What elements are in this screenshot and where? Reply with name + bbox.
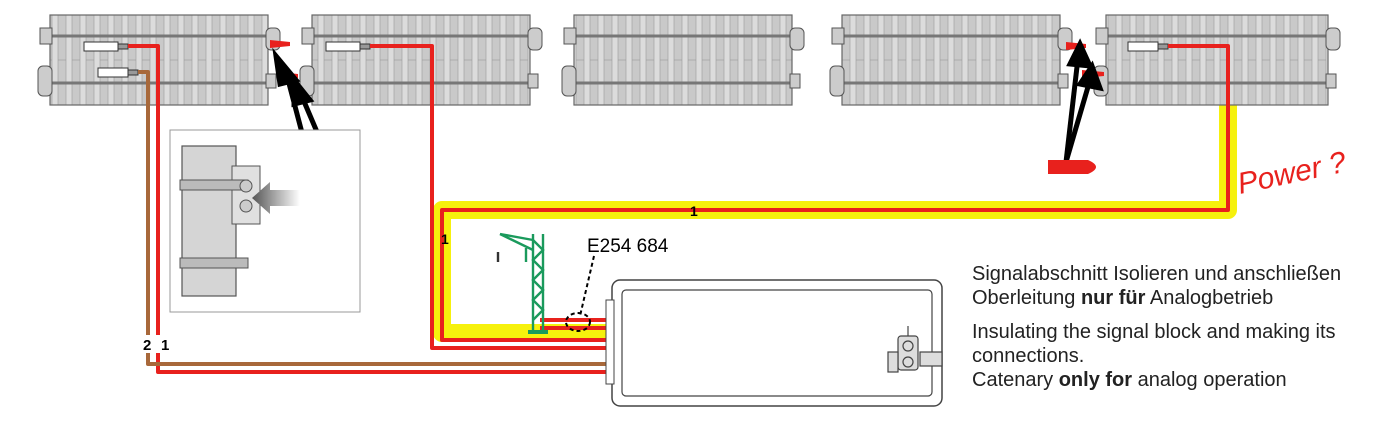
note-de-line2: Oberleitung nur für Analogbetrieb bbox=[972, 286, 1382, 310]
wire-label-left-1: 1 bbox=[441, 231, 449, 247]
part-number-label: E254 684 bbox=[587, 236, 669, 257]
track-section-4 bbox=[829, 14, 1073, 106]
insulating-pin-1 bbox=[270, 40, 290, 48]
track-plug-1a bbox=[83, 41, 129, 52]
track-section-3 bbox=[561, 14, 805, 106]
track-section-5 bbox=[1093, 14, 1341, 106]
note-de-line2-bold: nur für bbox=[1080, 287, 1146, 309]
leader-line bbox=[579, 255, 595, 317]
note-de-line1: Signalabschnitt Isolieren und anschließe… bbox=[972, 263, 1342, 285]
note-en-line3-post: analog operation bbox=[1132, 369, 1287, 391]
insulating-plug-large-2 bbox=[1048, 160, 1096, 174]
wire-label-top-1: 1 bbox=[690, 203, 698, 219]
red-wire-group bbox=[128, 44, 1230, 374]
detail-inset bbox=[169, 129, 361, 313]
note-de-line2-pre: Oberleitung bbox=[972, 287, 1081, 309]
note-en-line3-bold: only for bbox=[1058, 369, 1133, 391]
arrow-group-right bbox=[1063, 38, 1104, 163]
callout-ellipse bbox=[565, 312, 591, 332]
control-box bbox=[605, 279, 943, 407]
note-en-line2: connections. bbox=[972, 345, 1085, 367]
track-section-2 bbox=[299, 14, 543, 106]
wire-label-bottom-2: 2 bbox=[143, 337, 151, 354]
handwritten-note: Power ? bbox=[1235, 146, 1350, 201]
note-de-line2-post: Analogbetrieb bbox=[1145, 287, 1274, 309]
catenary-mast-icon bbox=[496, 232, 545, 330]
note-en-line3: Catenary only for analog operation bbox=[972, 368, 1382, 392]
box-mechanism-icon bbox=[887, 326, 943, 373]
brown-wire bbox=[138, 70, 606, 366]
wire-label-bg bbox=[140, 335, 178, 353]
instruction-notes: Signalabschnitt Isolieren und anschließe… bbox=[972, 262, 1382, 392]
note-en-line1: Insulating the signal block and making i… bbox=[972, 321, 1336, 343]
note-en-line3-pre: Catenary bbox=[972, 369, 1059, 391]
wire-label-bottom-1: 1 bbox=[161, 337, 169, 354]
mast-base bbox=[528, 330, 548, 334]
